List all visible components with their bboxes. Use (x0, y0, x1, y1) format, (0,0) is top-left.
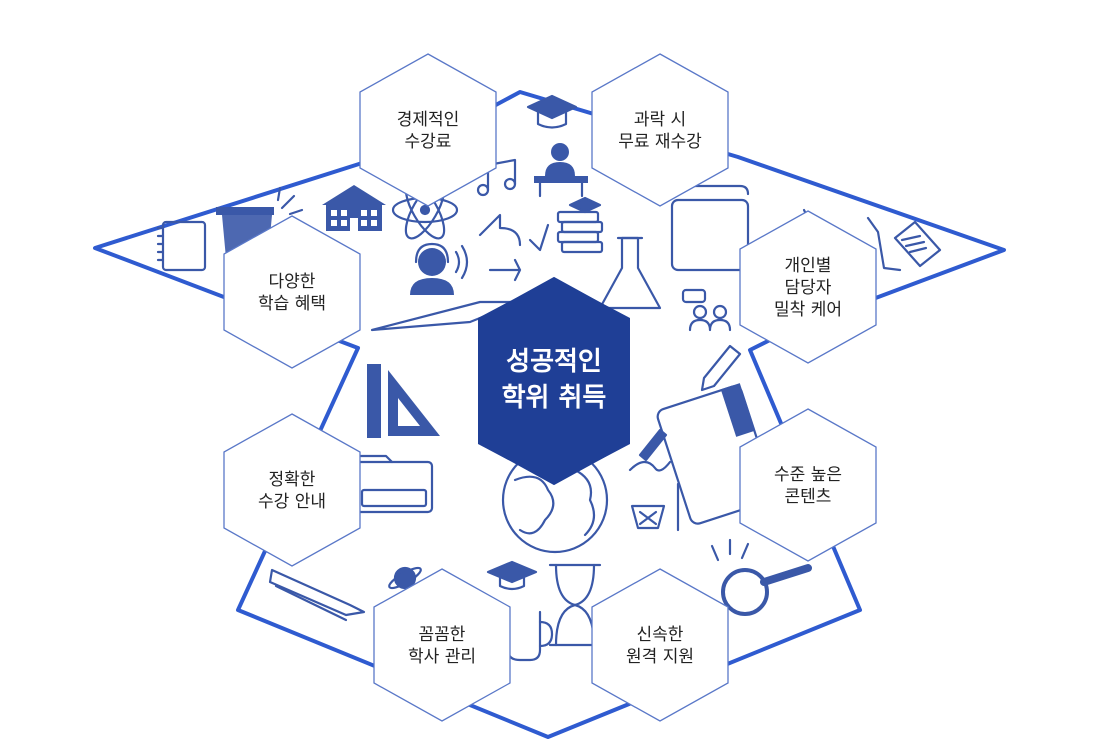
benefit-label-line1: 정확한 (269, 470, 316, 490)
benefit-label-line1: 과락 시 (634, 110, 686, 130)
document-icon (893, 220, 942, 268)
headset-user-icon (410, 242, 469, 295)
graduation-cap-small-icon (486, 560, 538, 591)
benefit-label-line3: 밀착 케어 (774, 300, 842, 320)
folder-icon (354, 454, 434, 514)
benefit-label-line1: 수준 높은 (774, 465, 842, 485)
basketball-hoop-icon (630, 482, 680, 532)
center-title-line1: 성공적인 (506, 347, 602, 377)
chat-people-icon (681, 288, 732, 332)
planet-icon (388, 566, 422, 590)
pen-signature-icon (628, 428, 672, 472)
pencil-icon (700, 344, 742, 392)
benefit-label-line2: 학사 관리 (408, 647, 476, 667)
ruler-triangle-icon (367, 364, 440, 438)
benefit-label-line1: 신속한 (637, 625, 684, 645)
center-hexagon: 성공적인 학위 취득 (478, 276, 630, 486)
benefit-label-line1: 개인별 (785, 256, 832, 276)
benefit-hexagon-shape (591, 53, 729, 207)
benefit-hexagon-shape (739, 408, 877, 562)
benefit-label-line2: 콘텐츠 (785, 487, 832, 507)
recycle-arrows-icon (478, 213, 550, 282)
notebook-icon (156, 220, 207, 272)
benefit-hexagon-free-retake: 과락 시무료 재수강 (591, 53, 729, 207)
hourglass-icon (548, 563, 602, 647)
teacher-desk-icon (534, 143, 588, 198)
benefit-label-line2: 원격 지원 (626, 647, 694, 667)
benefit-label-line1: 경제적인 (397, 110, 460, 130)
benefit-label-line2: 담당자 (785, 278, 832, 298)
benefit-hexagon-shape (223, 413, 361, 567)
magnifier-icon (710, 538, 812, 616)
benefit-hexagon-shape (359, 53, 497, 207)
benefit-hexagon-shape (223, 215, 361, 369)
benefit-hexagon-shape (373, 568, 511, 722)
music-note-icon (476, 158, 517, 197)
flask-icon (598, 236, 662, 310)
school-building-icon (322, 185, 386, 231)
center-title-line2: 학위 취득 (502, 383, 607, 413)
books-icon (556, 196, 604, 254)
benefit-label-line2: 수강료 (405, 132, 452, 152)
benefit-hexagon-shape (739, 210, 877, 364)
graduation-cap-icon (526, 94, 578, 129)
pencils-icon (268, 568, 366, 622)
benefit-label-line2: 무료 재수강 (618, 132, 702, 152)
benefit-label-line2: 학습 혜택 (258, 294, 326, 314)
benefit-label-line1: 다양한 (269, 272, 316, 292)
mug-icon (506, 610, 554, 662)
benefit-label-line1: 꼼꼼한 (419, 625, 466, 645)
benefit-hexagon-shape (591, 568, 729, 722)
laptop-icon (670, 184, 750, 272)
benefit-label-line2: 수강 안내 (258, 492, 326, 512)
